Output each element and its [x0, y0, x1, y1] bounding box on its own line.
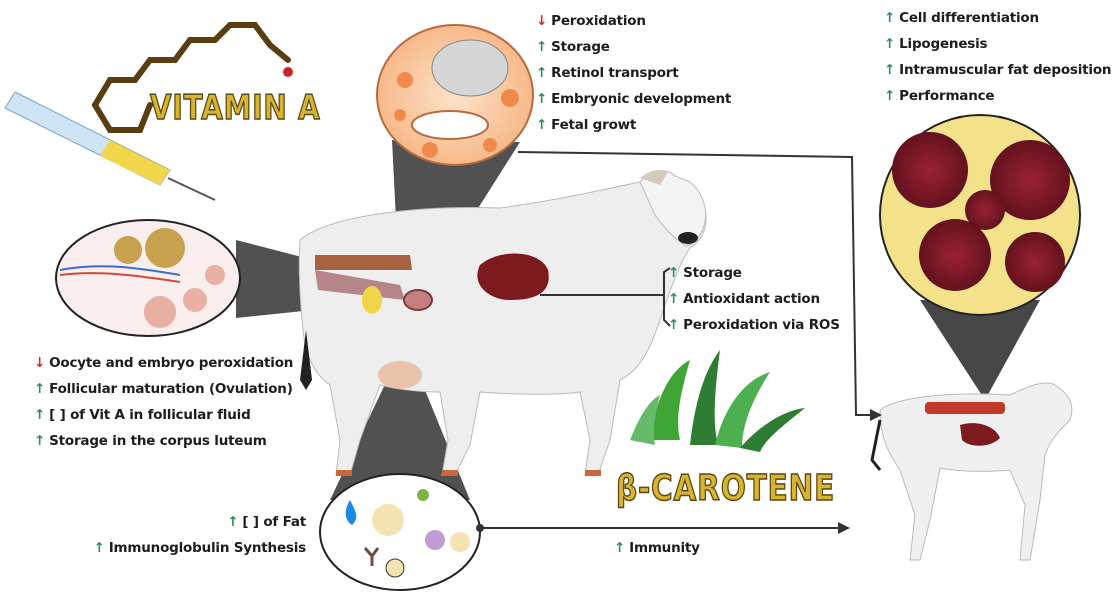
uterus-effect-item: ↓Peroxidation: [536, 8, 731, 34]
muscle-effect-item: ↑Intramuscular fat deposition: [884, 57, 1111, 83]
muscle-effects-list: ↑Cell differentiation ↑Lipogenesis ↑Intr…: [884, 5, 1111, 109]
uterus-effect-item: ↑Retinol transport: [536, 60, 731, 86]
up-arrow-icon: ↑: [34, 381, 45, 397]
uterus-zoom-circle: [377, 25, 533, 165]
liver-effect-item: ↑Storage: [668, 260, 840, 286]
ovary-effects-list: ↓Oocyte and embryo peroxidation ↑Follicu…: [34, 350, 293, 454]
ovary-effect-item: ↑[ ] of Vit A in follicular fluid: [34, 402, 293, 428]
liver-effect-item: ↑Antioxidant action: [668, 286, 840, 312]
calf-immunity-label: ↑Immunity: [614, 535, 700, 561]
colostrum-effect-item: ↑Immunoglobulin Synthesis: [94, 535, 306, 561]
liver-illustration: [477, 254, 548, 300]
up-arrow-icon: ↑: [34, 433, 45, 449]
muscle-effect-item: ↑Performance: [884, 83, 1111, 109]
liver-effect-item: ↑Peroxidation via ROS: [668, 312, 840, 338]
colostrum-effects-list: ↑[ ] of Fat ↑Immunoglobulin Synthesis: [94, 509, 306, 561]
up-arrow-icon: ↑: [94, 540, 105, 556]
up-arrow-icon: ↑: [614, 540, 625, 556]
liver-effects-list: ↑Storage ↑Antioxidant action ↑Peroxidati…: [668, 260, 840, 338]
up-arrow-icon: ↑: [668, 317, 679, 333]
up-arrow-icon: ↑: [536, 117, 547, 133]
muscle-zoom-circle: [880, 115, 1080, 315]
calf-illustration: [872, 383, 1072, 560]
up-arrow-icon: ↑: [884, 88, 895, 104]
uterus-effect-item: ↑Storage: [536, 34, 731, 60]
up-arrow-icon: ↑: [536, 39, 547, 55]
up-arrow-icon: ↑: [536, 65, 547, 81]
ovary-effect-item: ↑Storage in the corpus luteum: [34, 428, 293, 454]
uterus-effect-item: ↑Embryonic development: [536, 86, 731, 112]
up-arrow-icon: ↑: [668, 265, 679, 281]
down-arrow-icon: ↓: [536, 13, 547, 29]
colostrum-to-calf-arrowhead: [838, 522, 850, 534]
colostrum-effect-item: ↑[ ] of Fat: [94, 509, 306, 535]
uterus-effects-list: ↓Peroxidation ↑Storage ↑Retinol transpor…: [536, 8, 731, 138]
muscle-effect-item: ↑Lipogenesis: [884, 31, 1111, 57]
up-arrow-icon: ↑: [34, 407, 45, 423]
colostrum-connector-dot: [476, 524, 484, 532]
up-arrow-icon: ↑: [884, 10, 895, 26]
uterus-effect-item: ↑Fetal growt: [536, 112, 731, 138]
colostrum-zoom-circle: [320, 474, 480, 590]
ovary-effect-item: ↑Follicular maturation (Ovulation): [34, 376, 293, 402]
ovary-zoom-oval: [56, 220, 240, 336]
up-arrow-icon: ↑: [884, 62, 895, 78]
vitamin-a-title: VITAMIN A: [150, 88, 320, 128]
up-arrow-icon: ↑: [227, 514, 238, 530]
up-arrow-icon: ↑: [536, 91, 547, 107]
up-arrow-icon: ↑: [668, 291, 679, 307]
up-arrow-icon: ↑: [884, 36, 895, 52]
grass-illustration: [630, 350, 805, 452]
down-arrow-icon: ↓: [34, 355, 45, 371]
muscle-effect-item: ↑Cell differentiation: [884, 5, 1111, 31]
ovary-effect-item: ↓Oocyte and embryo peroxidation: [34, 350, 293, 376]
beta-carotene-title: β-CAROTENE: [616, 468, 835, 509]
